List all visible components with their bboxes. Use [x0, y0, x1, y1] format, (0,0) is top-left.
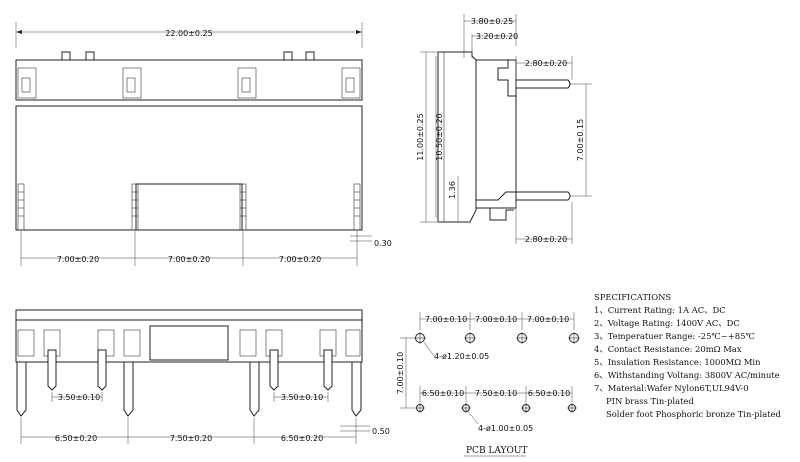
- bottom-view: 3.50±0.10 3.50±0.10 6.50±0.20 7.50±0.20 …: [15, 309, 390, 444]
- pcb-top-pitch-2: 7.00±0.10: [475, 315, 517, 324]
- side-view: 3.80±0.25 3.20±0.20 2.80±0.20 2.80±0.20 …: [416, 14, 592, 244]
- bottom-foot-label: 0.50: [372, 427, 390, 436]
- bottom-pitch-3: 6.50±0.20: [281, 434, 323, 443]
- pcb-layout: 7.00±0.10 7.00±0.10 7.00±0.10 4-ø1.20±0.…: [396, 312, 580, 457]
- top-latches: [17, 67, 361, 99]
- bottom-legs: [16, 349, 362, 417]
- spec-item-contact-resistance: 4、Contact Resistance: 20mΩ Max: [594, 344, 742, 354]
- side-top-outer-label: 3.80±0.25: [471, 17, 513, 26]
- side-upper-pin-label: 2.80±0.20: [525, 59, 567, 68]
- pcb-top-pitch-1: 7.00±0.10: [425, 315, 467, 324]
- spec-item-temperature: 3、Temperatuer Range: -25℃~+85℃: [594, 331, 755, 341]
- side-lower-pin-label: 2.80±0.20: [525, 235, 567, 244]
- side-height-total-label: 11.00±0.25: [416, 113, 425, 160]
- center-window: [135, 183, 243, 231]
- pcb-large-hole-label: 4-ø1.20±0.05: [434, 352, 489, 361]
- spec-item-solder-foot: Solder foot Phosphoric bronze Tin-plated: [606, 409, 782, 419]
- bottom-pitch-1: 6.50±0.20: [55, 434, 97, 443]
- spec-item-pin: PIN brass Tin-plated: [606, 396, 694, 406]
- connector-header: [15, 59, 363, 101]
- pcb-top-pitch-3: 7.00±0.10: [527, 315, 569, 324]
- side-base-label: 1.36: [448, 181, 457, 199]
- upper-pin: [515, 79, 571, 89]
- bottom-inner-pitch-left: 3.50±0.10: [58, 393, 100, 402]
- pcb-large-holes: [414, 332, 580, 344]
- pcb-bottom-pitch-1: 6.50±0.10: [422, 389, 464, 398]
- lower-pin: [515, 191, 571, 201]
- pcb-bottom-pitch-2: 7.50±0.10: [475, 389, 517, 398]
- pcb-small-holes: [415, 403, 577, 413]
- front-foot-label: 0.30: [374, 239, 392, 248]
- side-top-inner-label: 3.20±0.20: [476, 32, 518, 41]
- bottom-center-window: [149, 325, 229, 361]
- width-dimension-label: 22.00±0.25: [165, 29, 212, 38]
- front-pitch-3: 7.00±0.20: [279, 255, 321, 264]
- bottom-pitch-2: 7.50±0.20: [170, 434, 212, 443]
- side-pin-spacing-label: 7.00±0.15: [576, 119, 585, 161]
- side-height-body-label: 10.50±0.20: [435, 113, 444, 160]
- front-view: 22.00±0.25: [15, 22, 392, 266]
- spec-item-current: 1、Current Rating: 1A AC、DC: [594, 305, 726, 315]
- pcb-bottom-pitch-3: 6.50±0.10: [528, 389, 570, 398]
- spec-item-insulation: 5、Insulation Resistance: 1000MΩ Min: [594, 357, 761, 367]
- specifications-title: SPECIFICATIONS: [594, 292, 671, 302]
- bottom-inner-pitch-right: 3.50±0.10: [281, 393, 323, 402]
- spec-item-voltage: 2、Voltage Rating: 1400V AC、DC: [594, 318, 740, 328]
- specifications-block: SPECIFICATIONS 1、Current Rating: 1A AC、D…: [594, 292, 782, 419]
- spec-item-withstanding: 6、Withstanding Voltang: 3800V AC/minute: [594, 370, 780, 380]
- spec-item-material: 7、Material:Wafer Nylon6T,UL94V-0: [594, 383, 749, 393]
- pcb-row-spacing-label: 7.00±0.10: [396, 352, 405, 394]
- pcb-layout-title: PCB LAYOUT: [466, 446, 527, 456]
- front-pitch-2: 7.00±0.20: [168, 255, 210, 264]
- pcb-small-hole-label: 4-ø1.00±0.05: [478, 424, 533, 433]
- side-body: [475, 59, 517, 209]
- front-pitch-1: 7.00±0.20: [57, 255, 99, 264]
